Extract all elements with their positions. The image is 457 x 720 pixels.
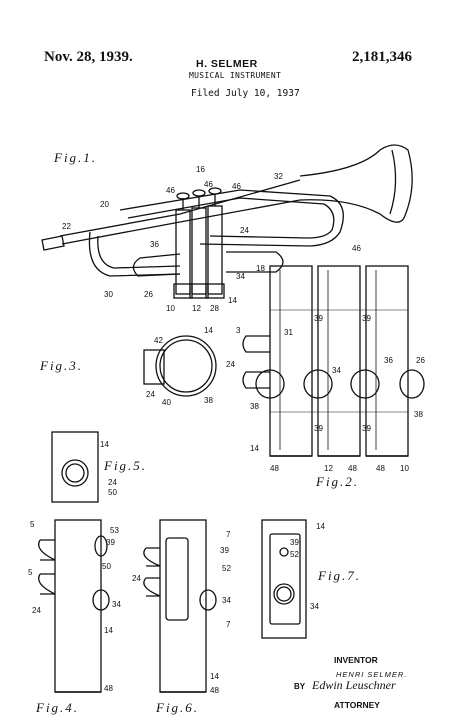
fig3-cross-section bbox=[143, 335, 217, 397]
ref-numeral: 14 bbox=[100, 440, 109, 449]
ref-numeral: 24 bbox=[226, 360, 235, 369]
ref-numeral: 38 bbox=[414, 410, 423, 419]
ref-numeral: 38 bbox=[204, 396, 213, 405]
ref-numeral: 14 bbox=[210, 672, 219, 681]
ref-numeral: 18 bbox=[256, 264, 265, 273]
ref-numeral: 28 bbox=[210, 304, 219, 313]
ref-numeral: 48 bbox=[376, 464, 385, 473]
ref-numeral: 39 bbox=[106, 538, 115, 547]
inventor-label: INVENTOR bbox=[334, 655, 378, 665]
ref-numeral: 48 bbox=[270, 464, 279, 473]
ref-numeral: 16 bbox=[196, 165, 205, 174]
ref-numeral: 34 bbox=[222, 596, 231, 605]
attorney-signature: Edwin Leuschner bbox=[312, 678, 396, 692]
ref-numeral: 12 bbox=[324, 464, 333, 473]
ref-numeral: 50 bbox=[102, 562, 111, 571]
ref-numeral: 10 bbox=[166, 304, 175, 313]
ref-numeral: 24 bbox=[132, 574, 141, 583]
inventor-header: H. SELMER bbox=[196, 58, 258, 70]
ref-numeral: 42 bbox=[154, 336, 163, 345]
ref-numeral: 32 bbox=[274, 172, 283, 181]
ref-numeral: 26 bbox=[144, 290, 153, 299]
ref-numeral: 39 bbox=[220, 546, 229, 555]
ref-numeral: 40 bbox=[162, 398, 171, 407]
attorney-label: ATTORNEY bbox=[334, 700, 380, 710]
ref-numeral: 34 bbox=[112, 600, 121, 609]
fig7-label: Fig.7. bbox=[318, 568, 362, 583]
ref-numeral: 46 bbox=[352, 244, 361, 253]
fig5-label: Fig.5. bbox=[104, 458, 148, 473]
fig3-label: Fig.3. bbox=[40, 358, 84, 373]
ref-numeral: 14 bbox=[316, 522, 325, 531]
ref-numeral: 26 bbox=[416, 356, 425, 365]
ref-numeral: 24 bbox=[146, 390, 155, 399]
ref-numeral: 48 bbox=[210, 686, 219, 695]
fig4-label: Fig.4. bbox=[36, 700, 80, 715]
ref-numeral: 48 bbox=[104, 684, 113, 693]
filed-date: Filed July 10, 1937 bbox=[191, 88, 300, 99]
ref-numeral: 7 bbox=[226, 620, 231, 629]
ref-numeral: 20 bbox=[100, 200, 109, 209]
ref-numeral: 36 bbox=[150, 240, 159, 249]
ref-numeral: 34 bbox=[332, 366, 341, 375]
ref-numeral: 7 bbox=[226, 530, 231, 539]
by-label: BY bbox=[294, 682, 306, 691]
ref-numeral: 30 bbox=[104, 290, 113, 299]
ref-numeral: 39 bbox=[314, 314, 323, 323]
ref-numeral: 36 bbox=[384, 356, 393, 365]
ref-numeral: 22 bbox=[62, 222, 71, 231]
ref-numeral: 10 bbox=[400, 464, 409, 473]
ref-numeral: 46 bbox=[204, 180, 213, 189]
fig2-valve-view bbox=[242, 265, 425, 457]
ref-numeral: 31 bbox=[284, 328, 293, 337]
ref-numeral: 46 bbox=[232, 182, 241, 191]
patent-date: Nov. 28, 1939. bbox=[44, 49, 133, 65]
ref-numeral: 50 bbox=[108, 488, 117, 497]
ref-numeral: 39 bbox=[362, 424, 371, 433]
patent-number: 2,181,346 bbox=[352, 49, 412, 65]
fig6-casing-detail bbox=[143, 519, 217, 693]
fig1-trumpet-drawing bbox=[41, 144, 413, 299]
ref-numeral: 53 bbox=[110, 526, 119, 535]
fig7-casing-detail bbox=[261, 519, 307, 639]
fig2-label: Fig.2. bbox=[316, 474, 360, 489]
ref-numeral: 3 bbox=[236, 326, 241, 335]
ref-numeral: 39 bbox=[362, 314, 371, 323]
ref-numeral: 52 bbox=[290, 550, 299, 559]
ref-numeral: 14 bbox=[228, 296, 237, 305]
ref-numeral: 38 bbox=[250, 402, 259, 411]
ref-numeral: 24 bbox=[32, 606, 41, 615]
inventor-name: HENRI SELMER. bbox=[336, 670, 408, 679]
ref-numeral: 39 bbox=[314, 424, 323, 433]
ref-numeral: 39 bbox=[290, 538, 299, 547]
ref-numeral: 52 bbox=[222, 564, 231, 573]
fig4-casing-detail bbox=[38, 519, 110, 693]
ref-numeral: 14 bbox=[104, 626, 113, 635]
fig5-casing-detail bbox=[51, 431, 99, 503]
ref-numeral: 14 bbox=[250, 444, 259, 453]
ref-numeral: 5 bbox=[28, 568, 33, 577]
ref-numeral: 12 bbox=[192, 304, 201, 313]
ref-numeral: 24 bbox=[240, 226, 249, 235]
ref-numeral: 34 bbox=[236, 272, 245, 281]
ref-numeral: 14 bbox=[204, 326, 213, 335]
patent-title: MUSICAL INSTRUMENT bbox=[189, 71, 282, 80]
fig6-label: Fig.6. bbox=[156, 700, 200, 715]
fig1-label: Fig.1. bbox=[54, 150, 98, 165]
ref-numeral: 46 bbox=[166, 186, 175, 195]
ref-numeral: 48 bbox=[348, 464, 357, 473]
ref-numeral: 5 bbox=[30, 520, 35, 529]
ref-numeral: 34 bbox=[310, 602, 319, 611]
ref-numeral: 24 bbox=[108, 478, 117, 487]
